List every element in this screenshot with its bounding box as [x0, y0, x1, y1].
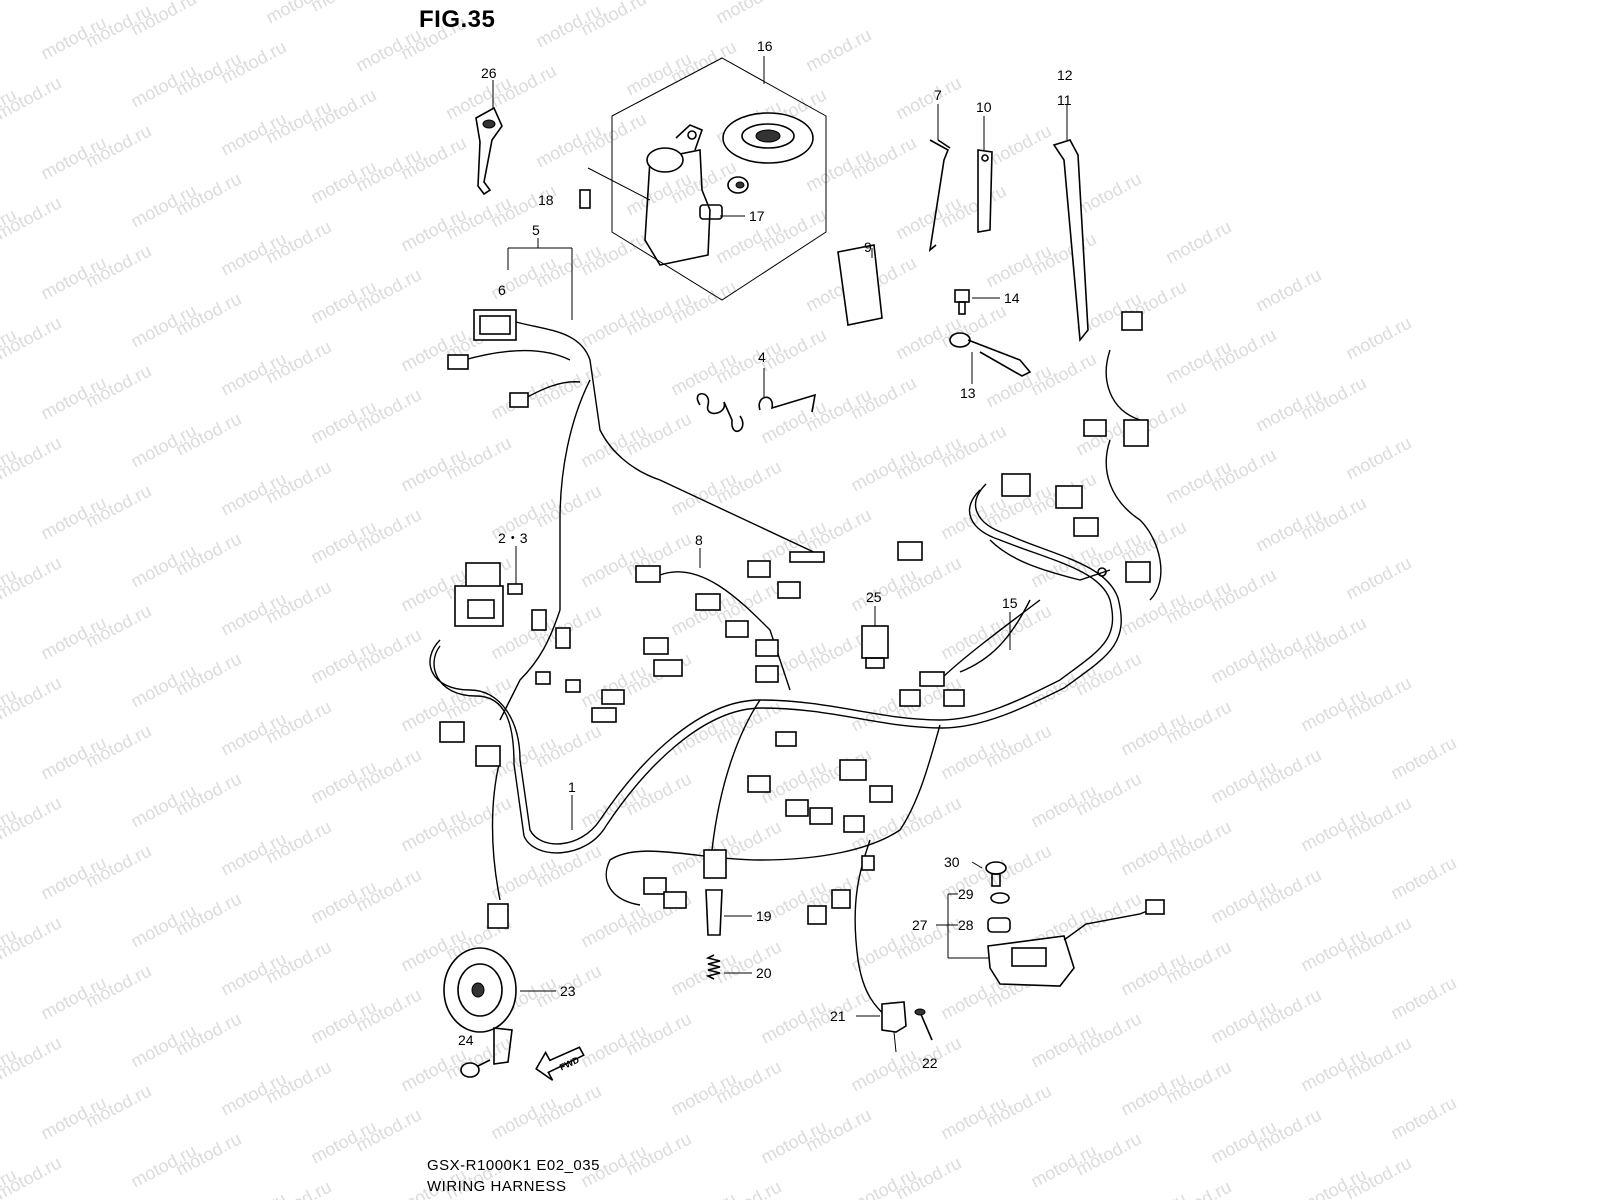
callout-11-label: 11: [1057, 92, 1072, 108]
callout-2-3-label: 2・3: [498, 530, 528, 546]
main-harness-1: 1: [429, 349, 1162, 1021]
pad-9: 9: [837, 239, 883, 326]
callout-25-label: 25: [866, 589, 882, 605]
lead-wire-15: 15: [959, 595, 1031, 673]
callout-16: 16: [757, 38, 773, 54]
sensor-assembly-27: 27 28 29 30: [912, 854, 1165, 987]
callout-12-label: 12: [1057, 67, 1073, 83]
callout-1-label: 1: [568, 779, 576, 795]
callout-22-label: 22: [922, 1055, 938, 1071]
callout-13-label: 13: [960, 385, 976, 401]
callout-9-label: 9: [864, 239, 872, 255]
bolt-24: 24: [458, 1032, 491, 1078]
figure-title: FIG.35: [419, 6, 496, 33]
relay-2-3: 2・3: [454, 530, 528, 627]
callout-28-label: 28: [958, 917, 974, 933]
sub-harness-5: 5 6: [447, 222, 825, 610]
ground-bracket-13: 13: [949, 332, 1032, 401]
injector-connectors-8: 8: [635, 532, 801, 691]
callout-23-label: 23: [560, 983, 576, 999]
screw-22: 22: [914, 1008, 938, 1071]
callout-15-label: 15: [1002, 595, 1018, 611]
callout-30-label: 30: [944, 854, 960, 870]
callout-7-label: 7: [934, 87, 942, 103]
bolt-14: 14: [954, 289, 1020, 315]
clamp-10: 10: [976, 99, 993, 233]
callout-5-label: 5: [532, 222, 540, 238]
callout-17: 17: [720, 208, 765, 224]
callout-16-label: 16: [757, 38, 773, 54]
harness-right-connectors: [487, 311, 1151, 929]
diagram-caption: WIRING HARNESS: [427, 1178, 567, 1195]
callout-20-label: 20: [756, 965, 772, 981]
callout-26-label: 26: [481, 65, 497, 81]
relay-25: 25: [861, 589, 889, 669]
callout-24-label: 24: [458, 1032, 474, 1048]
forward-direction-arrow: FWD: [535, 1046, 585, 1081]
sensor-19: 19: [703, 849, 772, 936]
switch-21: 21: [830, 1001, 907, 1053]
ignition-key: 26: [475, 65, 503, 196]
ignition-lock-set-group: [611, 56, 827, 301]
callout-10-label: 10: [976, 99, 992, 115]
callout-4-label: 4: [758, 349, 766, 365]
callout-18: 18: [538, 167, 651, 209]
callout-18-label: 18: [538, 192, 554, 208]
callout-21-label: 21: [830, 1008, 846, 1024]
horn-23: 23: [443, 947, 576, 1065]
harness-left-connectors: [439, 609, 625, 767]
callout-6-label: 6: [498, 282, 506, 298]
cable-tie-11-12: 12 11: [1052, 67, 1089, 343]
callout-27-label: 27: [912, 917, 928, 933]
model-code: GSX-R1000K1 E02_035: [427, 1157, 600, 1174]
callout-17-label: 17: [749, 208, 765, 224]
callout-19-label: 19: [756, 908, 772, 924]
clamp-7: 7: [928, 87, 951, 252]
spring-4: 4: [696, 349, 817, 433]
spring-20: 20: [705, 954, 772, 981]
callout-29-label: 29: [958, 886, 974, 902]
callout-8-label: 8: [695, 532, 703, 548]
callout-14-label: 14: [1004, 290, 1020, 306]
